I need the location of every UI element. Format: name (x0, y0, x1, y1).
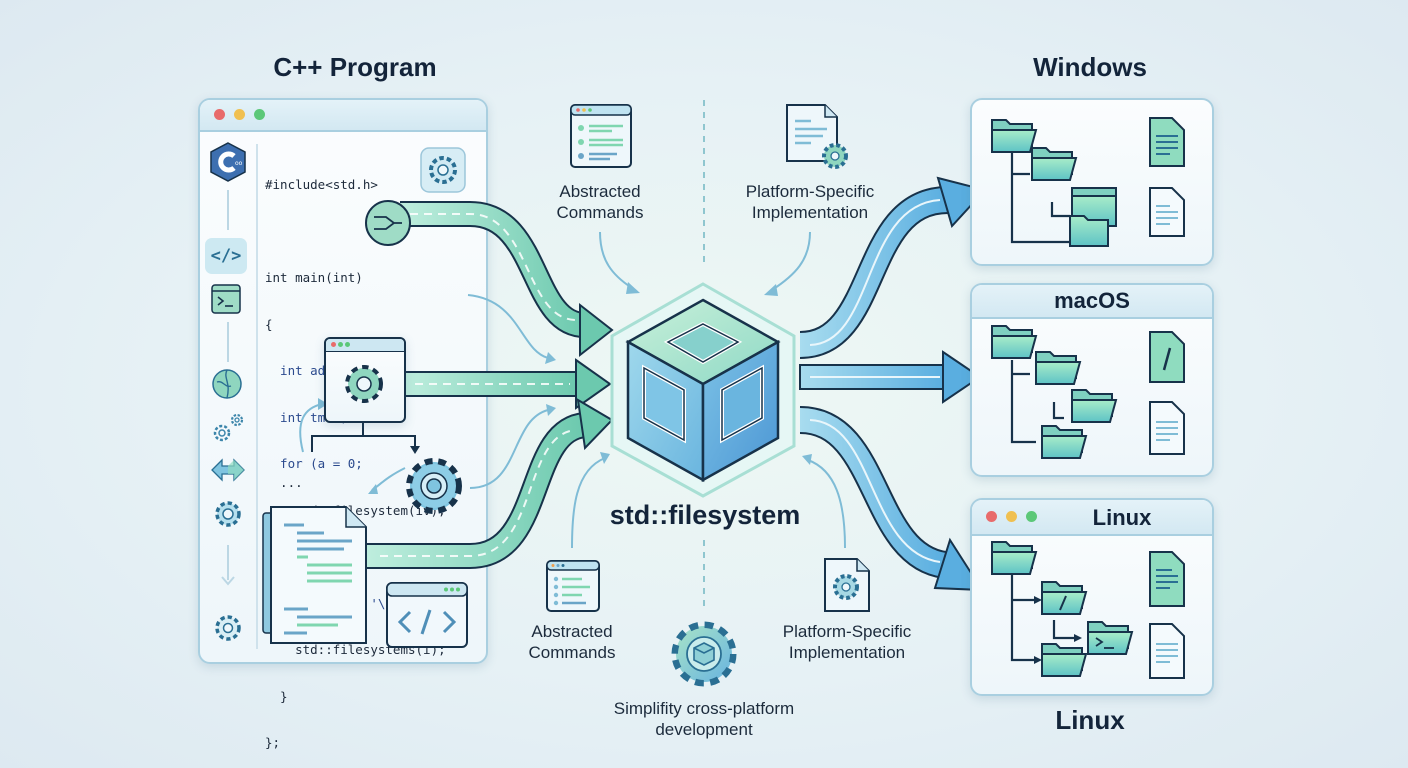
gear-icon (345, 365, 383, 403)
code-line: } (265, 688, 288, 704)
abstracted-commands-label-top: Abstracted Commands (556, 182, 644, 222)
code-icon[interactable]: </> (205, 238, 247, 274)
commands-list-icon (570, 104, 632, 168)
document-icon (1149, 117, 1185, 167)
linux-titlebar (972, 500, 1212, 536)
folder-icon (991, 119, 1038, 153)
cube-gear-icon (671, 621, 737, 687)
document-icon (1149, 623, 1185, 679)
macos-file-tree (991, 325, 1185, 459)
thin-connectors (299, 231, 846, 549)
sidebar-connector-3 (227, 545, 229, 580)
program-titlebar (200, 100, 486, 132)
folder-icon (991, 325, 1038, 359)
down-arrow-icon (221, 576, 235, 586)
source-file-icon (262, 506, 367, 644)
folder-icon (1041, 643, 1088, 677)
macos-title: macOS (1054, 288, 1130, 313)
platform-specific-label-top: Platform-Specific Implementation (745, 182, 875, 222)
gear-icon[interactable] (212, 498, 244, 530)
settings-icon[interactable] (212, 612, 244, 644)
center-title: std::filesystem (609, 500, 801, 530)
close-dot[interactable] (214, 109, 225, 120)
folder-icon (1041, 581, 1088, 615)
filesystem-cube-icon (610, 282, 796, 498)
minimize-dot[interactable] (234, 109, 245, 120)
folder-icon (1035, 351, 1082, 385)
commands-list-icon (546, 560, 600, 612)
dot (345, 342, 350, 347)
windows-title: Windows (1033, 52, 1147, 82)
document-icon (1149, 187, 1185, 237)
document-icon (1149, 331, 1185, 383)
terminal-icon[interactable] (211, 284, 241, 314)
linux-caption: Linux (1055, 705, 1125, 735)
document-icon (1149, 551, 1185, 607)
platform-specific-label-bottom: Platform-Specific Implementation (782, 622, 912, 662)
simplify-label: Simplifity cross-platform development (613, 699, 795, 739)
settings-file-icon (824, 558, 870, 612)
sidebar-connector-1 (227, 190, 229, 230)
linux-title: Linux (1092, 505, 1152, 530)
macos-titlebar (972, 285, 1212, 319)
code-line: #include<std.h> (265, 177, 378, 192)
config-file-icon (786, 104, 848, 169)
flow-arrow-mid-left (402, 358, 612, 410)
code-line: ... (265, 475, 303, 490)
close-dot[interactable] (986, 511, 997, 522)
linux-file-tree (991, 541, 1185, 679)
globe-icon[interactable] (211, 368, 243, 400)
code-window-icon[interactable] (386, 582, 468, 648)
program-title: C++ Program (273, 52, 437, 82)
merge-icon[interactable] (364, 199, 412, 247)
windows-file-tree (991, 117, 1185, 247)
folder-icon (1087, 621, 1134, 655)
folder-icon (1041, 425, 1088, 459)
code-line: int main(int) (265, 270, 363, 285)
abstracted-commands-label-bottom: Abstracted Commands (528, 622, 616, 662)
code-line: { (265, 316, 273, 332)
sidebar-connector-2 (227, 322, 229, 362)
dot (338, 342, 343, 347)
settings-box-icon[interactable] (420, 147, 466, 193)
folder-icon (1071, 389, 1118, 423)
flow-arrow-bottom-left (365, 398, 614, 569)
svg-text:oo: oo (235, 160, 243, 167)
folder-icon (991, 541, 1038, 575)
linux-panel[interactable]: Linux (970, 498, 1214, 696)
document-icon (1149, 401, 1185, 455)
minimize-dot[interactable] (1006, 511, 1017, 522)
folder-icon (1031, 147, 1078, 181)
code-line: }; (265, 735, 281, 750)
flow-arrow-top-left (400, 201, 614, 358)
process-titlebar (326, 339, 404, 352)
flow-arrow-to-macos (799, 350, 982, 404)
cpp-logo-icon: oo (210, 142, 246, 182)
gears-icon[interactable] (211, 410, 245, 444)
folder-icon (1069, 215, 1109, 247)
gear-icon (406, 458, 462, 514)
close-dot (331, 342, 336, 347)
sync-arrows-icon[interactable] (210, 454, 246, 486)
code-line: for (a = 0; (265, 456, 363, 471)
maximize-dot[interactable] (254, 109, 265, 120)
sidebar-divider (256, 144, 258, 649)
maximize-dot[interactable] (1026, 511, 1037, 522)
